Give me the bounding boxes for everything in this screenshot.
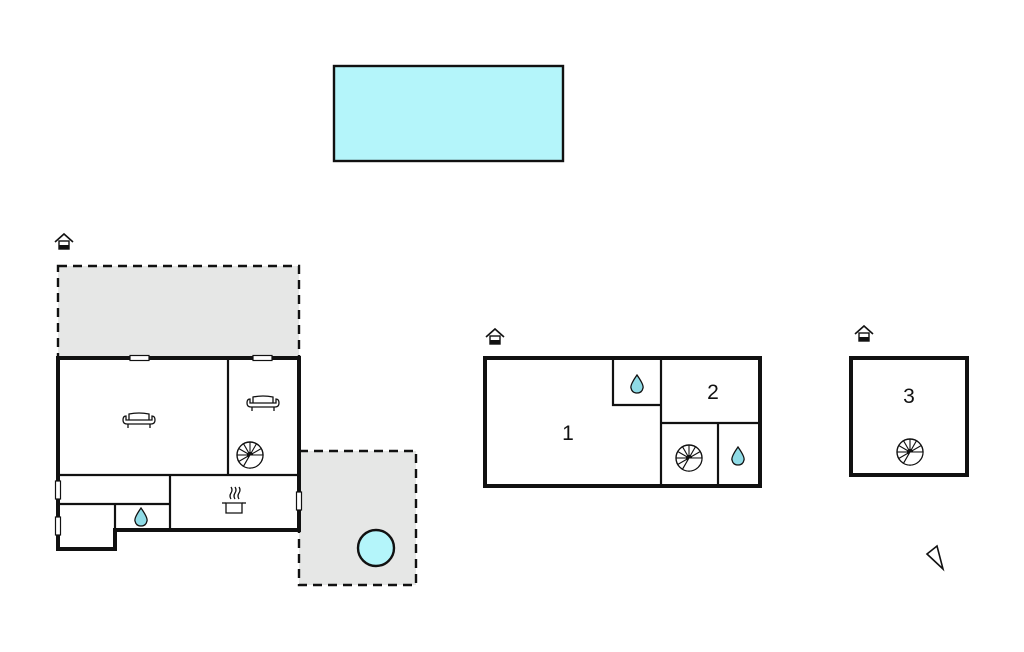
- room-label-1: 1: [562, 422, 574, 445]
- house-icon: [485, 328, 505, 345]
- pool: [332, 64, 565, 163]
- water-drop-icon: [134, 507, 148, 527]
- window: [54, 516, 62, 536]
- room-label-2: 2: [707, 381, 719, 404]
- patio: [297, 449, 418, 587]
- window: [295, 491, 303, 511]
- room-label-3: 3: [903, 385, 915, 408]
- window: [129, 354, 150, 362]
- cooking-pot-icon: [221, 486, 247, 514]
- spiral-staircase-icon: [236, 441, 264, 469]
- house-icon: [854, 325, 874, 342]
- hot-tub: [356, 528, 396, 568]
- sofa-icon: [246, 395, 280, 412]
- sofa-icon: [122, 412, 156, 429]
- second-outer-wall: [849, 356, 969, 477]
- spiral-staircase-icon: [896, 438, 924, 466]
- north-arrow-icon: [925, 544, 945, 572]
- spiral-staircase-icon: [675, 444, 703, 472]
- ground-floor: [54, 264, 418, 587]
- window: [252, 354, 273, 362]
- window: [54, 480, 62, 500]
- water-drop-icon: [630, 374, 644, 394]
- terrace: [56, 264, 301, 360]
- house-icon: [54, 233, 74, 250]
- second-floor: 3: [849, 356, 969, 477]
- first-floor: 1 2: [483, 356, 762, 488]
- water-drop-icon: [731, 446, 745, 466]
